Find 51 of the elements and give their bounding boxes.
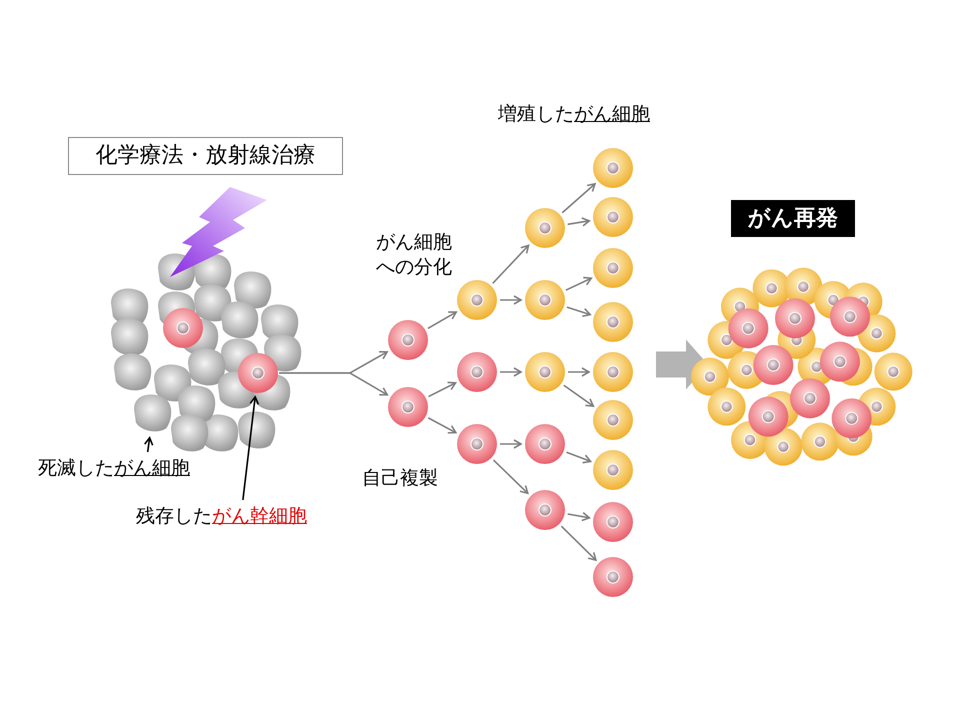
stem-cell	[525, 490, 565, 530]
arrow	[500, 367, 522, 377]
arrow	[568, 217, 590, 227]
underlined-term: がん幹細胞	[212, 505, 307, 527]
arrow	[492, 244, 530, 284]
arrow	[563, 384, 594, 407]
arrow	[568, 512, 590, 522]
stem-cell	[525, 424, 565, 464]
leader-line	[242, 396, 260, 500]
arrow	[568, 367, 590, 377]
stem-cell	[388, 387, 428, 427]
cancer-cell	[593, 148, 633, 188]
cancer-cell	[593, 302, 633, 342]
arrow	[428, 311, 458, 330]
treatment-box: 化学療法・放射線治療	[68, 137, 343, 175]
stem-cell	[457, 352, 497, 392]
stem-cell	[593, 557, 633, 597]
cancer-cell	[525, 352, 565, 392]
cancer-cell	[593, 450, 633, 490]
cancer-cell	[593, 248, 633, 288]
stem-cell	[593, 502, 633, 542]
arrow	[500, 439, 522, 449]
arrow	[428, 417, 457, 434]
caption-text: 残存した	[136, 505, 212, 527]
underlined-term: がん細胞	[574, 102, 650, 127]
result-box: がん再発	[731, 200, 855, 237]
caption-text: 死滅した	[38, 457, 114, 479]
dead-cell	[132, 392, 174, 434]
arrow	[428, 382, 456, 398]
annotation-text: 自己複製	[362, 466, 438, 491]
leader-line	[144, 436, 154, 452]
cancer-cell	[593, 197, 633, 237]
arrow	[566, 451, 592, 464]
arrow	[560, 526, 597, 561]
cancer-cell	[525, 208, 565, 248]
cancer-cell	[593, 400, 633, 440]
arrow	[279, 372, 388, 396]
stem-cell	[457, 424, 497, 464]
underlined-term: がん細胞	[114, 457, 190, 479]
cancer-cell	[593, 352, 633, 392]
caption-text: 増殖した	[498, 102, 574, 127]
arrow	[566, 306, 591, 318]
arrow	[492, 459, 529, 494]
arrow	[500, 295, 522, 305]
annotation-text: がん細胞への分化	[376, 230, 453, 280]
stem-cell	[238, 353, 278, 393]
stem-cell	[388, 320, 428, 360]
cancer-cell	[525, 280, 565, 320]
cancer-cell	[457, 280, 497, 320]
arrow	[565, 276, 592, 291]
arrow	[562, 183, 596, 214]
